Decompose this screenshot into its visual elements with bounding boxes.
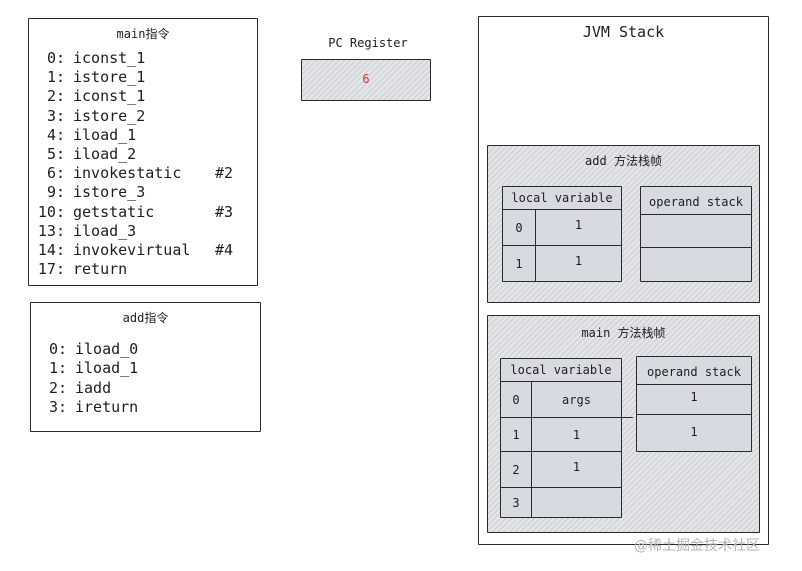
pc-register-box: 6 [301,59,431,101]
instruction-line: 9: istore_3 [29,183,257,202]
main-local-value [532,488,621,517]
main-local-value: args [562,392,591,407]
instruction-line: 4: iload_1 [29,126,257,145]
instruction-line: 0: iconst_1 [29,49,257,68]
instruction-opcode: ireturn [75,397,139,416]
main-frame-title: main 方法栈帧 [581,326,666,340]
add-frame-title: add 方法栈帧 [585,154,662,168]
instruction-offset: 0: [48,340,67,358]
instruction-opcode: iload_2 [73,145,137,163]
instruction-operand: #2 [215,164,234,183]
main-operand-stack-header: operand stack [647,365,741,379]
instruction-line: 2: iadd [31,379,111,398]
instruction-operand: #3 [215,202,234,221]
main-operand-item: 1 [690,425,698,439]
instruction-offset: 6: [46,164,65,183]
main-instructions-title: main指令 [116,27,170,41]
main-local-variable-table: local variable 0 args 1 1 2 1 3 [500,358,633,518]
add-instructions-list: 0: iload_0 1: iload_1 2: iadd 3: ireturn [31,340,260,426]
instruction-opcode: istore_2 [73,106,146,125]
instruction-line: 5: iload_2 [29,145,257,164]
instruction-offset: 5: [46,145,65,163]
instruction-opcode: iload_3 [73,221,137,240]
instruction-opcode: iadd [75,378,112,397]
main-operand-stack: operand stack 1 1 [636,356,752,452]
add-local-value: 1 [574,218,583,232]
instruction-offset: 4: [46,125,65,144]
jvm-stack: JVM Stack add 方法栈帧 local variable 0 1 1 … [478,16,769,545]
add-local-index: 1 [515,256,523,271]
add-instructions-box: add指令 0: iload_0 1: iload_1 2: iadd 3: ireturn [30,302,261,432]
instruction-line: 3: ireturn [31,398,138,417]
instruction-offset: 0: [46,49,65,67]
instruction-opcode: istore_1 [73,68,146,87]
add-local-value: 1 [574,254,583,268]
instruction-offset: 1: [46,68,65,87]
instruction-line: 3: istore_2 [29,107,257,126]
instruction-line: 1: istore_1 [29,68,257,87]
watermark: @稀土掘金技术社区 [634,538,760,554]
instruction-offset: 1: [48,359,67,378]
main-instructions-box: main指令 0: iconst_1 1: istore_1 2: iconst_1 3: i… [28,18,258,286]
main-local-value: 1 [572,427,581,442]
instruction-opcode: invokevirtual [73,241,191,259]
instruction-opcode: return [73,260,128,279]
pc-register-label: PC Register [328,36,408,50]
add-instructions-title: add指令 [122,311,169,325]
instruction-opcode: getstatic [73,202,155,221]
pc-register-value: 6 [362,72,370,86]
instruction-line: 10: getstatic #3 [29,203,257,222]
main-stack-frame: main 方法栈帧 local variable 0 args 1 1 2 1 … [487,315,760,533]
add-stack-frame: add 方法栈帧 local variable 0 1 1 1 operand … [487,145,760,303]
instruction-offset: 2: [48,378,67,397]
instruction-line: 17: return [29,260,257,279]
instruction-line: 2: iconst_1 [29,87,257,106]
main-local-index: 1 [512,427,520,442]
instruction-offset: 13: [37,221,65,240]
add-operand-stack-header: operand stack [649,195,743,209]
instruction-operand: #4 [215,241,234,259]
main-local-index: 0 [512,392,520,407]
add-operand-stack: operand stack [640,186,752,282]
instruction-opcode: istore_3 [73,183,146,202]
jvm-stack-title: JVM Stack [582,23,665,41]
instruction-opcode: iload_1 [75,359,139,378]
add-local-variable-table: local variable 0 1 1 1 [502,186,622,282]
main-local-index: 2 [512,462,520,477]
instruction-offset: 17: [37,260,65,279]
instruction-line: 6: invokestatic #2 [29,164,257,183]
instruction-offset: 3: [46,106,65,125]
instruction-offset: 9: [46,183,65,202]
instruction-opcode: invokestatic [73,164,182,183]
main-instructions-list: 0: iconst_1 1: istore_1 2: iconst_1 3: istore_2… [29,49,257,279]
main-local-variable-header: local variable [510,363,612,377]
instruction-opcode: iload_1 [73,125,137,144]
instruction-opcode: iconst_1 [73,87,146,106]
add-local-variable-header: local variable [511,191,613,205]
main-operand-item: 1 [690,390,698,404]
main-local-index: 3 [512,495,520,510]
instruction-line: 13: iload_3 [29,222,257,241]
instruction-offset: 14: [37,241,65,259]
instruction-offset: 10: [37,202,65,221]
instruction-offset: 2: [46,87,65,106]
add-local-index: 0 [515,220,523,235]
instruction-line: 0: iload_0 [31,340,138,359]
instruction-offset: 3: [48,397,67,416]
instruction-line: 1: iload_1 [31,359,138,378]
main-local-value: 1 [572,460,581,474]
instruction-opcode: iload_0 [75,340,139,358]
instruction-line: 14: invokevirtual #4 [29,241,257,260]
instruction-opcode: iconst_1 [73,49,146,67]
